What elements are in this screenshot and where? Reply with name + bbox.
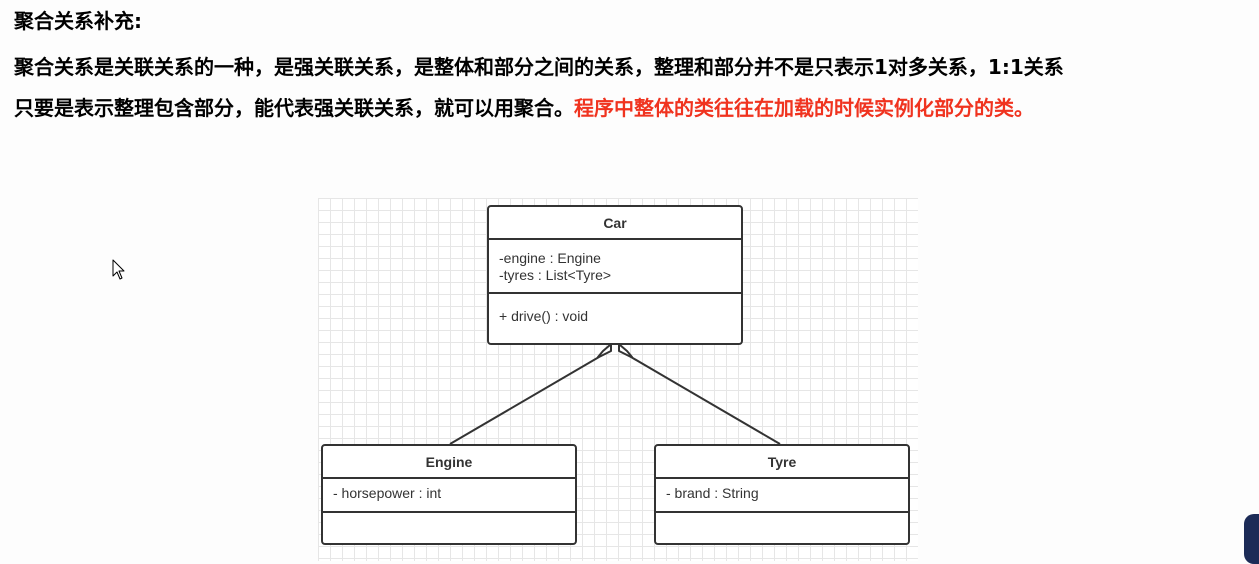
uml-diagram-canvas: Car -engine : Engine -tyres : List<Tyre>… xyxy=(318,198,918,561)
edge-tab[interactable] xyxy=(1244,514,1259,564)
attribute-tyres: -tyres : List<Tyre> xyxy=(499,267,612,283)
uml-class-car[interactable]: Car -engine : Engine -tyres : List<Tyre>… xyxy=(487,205,743,345)
mouse-pointer-icon xyxy=(112,259,125,280)
paragraph-line-2: 只要是表示整理包含部分，能代表强关联关系，就可以用聚合。程序中整体的类往往在加载… xyxy=(14,93,1034,123)
uml-class-engine[interactable]: Engine - horsepower : int xyxy=(321,444,577,545)
class-attributes-tyre: - brand : String xyxy=(656,479,908,513)
attribute-engine: -engine : Engine xyxy=(499,250,601,266)
class-name-car: Car xyxy=(489,207,741,240)
class-operations-car: + drive() : void xyxy=(489,294,741,343)
class-operations-tyre xyxy=(656,513,908,527)
operation-drive: + drive() : void xyxy=(499,308,589,324)
paragraph-line-1: 聚合关系是关联关系的一种，是强关联关系，是整体和部分之间的关系，整理和部分并不是… xyxy=(14,55,1064,79)
aggregation-line-engine xyxy=(449,356,600,445)
aggregation-line-tyre xyxy=(630,356,781,445)
aggregation-connectors xyxy=(449,344,781,445)
paragraph-line-2-plain: 只要是表示整理包含部分，能代表强关联关系，就可以用聚合。 xyxy=(14,96,574,120)
class-name-tyre: Tyre xyxy=(656,446,908,479)
aggregation-diamond-tyre xyxy=(618,344,633,358)
section-heading: 聚合关系补充: xyxy=(14,9,142,33)
attribute-horsepower: - horsepower : int xyxy=(333,485,442,501)
class-attributes-engine: - horsepower : int xyxy=(323,479,575,513)
class-operations-engine xyxy=(323,513,575,527)
class-attributes-car: -engine : Engine -tyres : List<Tyre> xyxy=(489,240,741,294)
class-name-engine: Engine xyxy=(323,446,575,479)
attribute-brand: - brand : String xyxy=(666,485,759,501)
uml-class-tyre[interactable]: Tyre - brand : String xyxy=(654,444,910,545)
aggregation-diamond-engine xyxy=(597,344,612,358)
paragraph-line-2-highlight: 程序中整体的类往往在加载的时候实例化部分的类。 xyxy=(574,96,1034,120)
